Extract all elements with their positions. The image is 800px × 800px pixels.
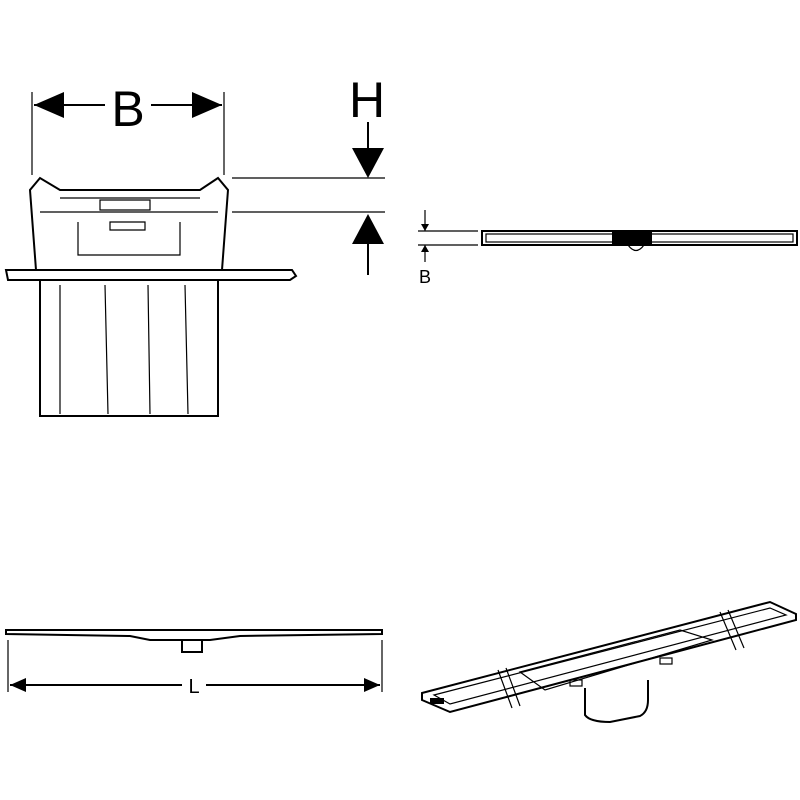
dimension-label-l: L bbox=[188, 676, 199, 698]
dimension-label-b: B bbox=[111, 81, 144, 137]
side-strip-view: B bbox=[418, 210, 798, 287]
isometric-view bbox=[421, 600, 797, 724]
arrow-right-icon bbox=[192, 92, 222, 118]
cross-section-view: B H bbox=[4, 72, 385, 417]
arrow-down-icon bbox=[352, 148, 384, 178]
arrow-left-icon bbox=[34, 92, 64, 118]
dimension-label-b-side: B bbox=[419, 267, 431, 287]
length-view: L bbox=[5, 629, 383, 698]
arrow-up-icon bbox=[352, 214, 384, 244]
dimension-label-h: H bbox=[349, 72, 385, 128]
